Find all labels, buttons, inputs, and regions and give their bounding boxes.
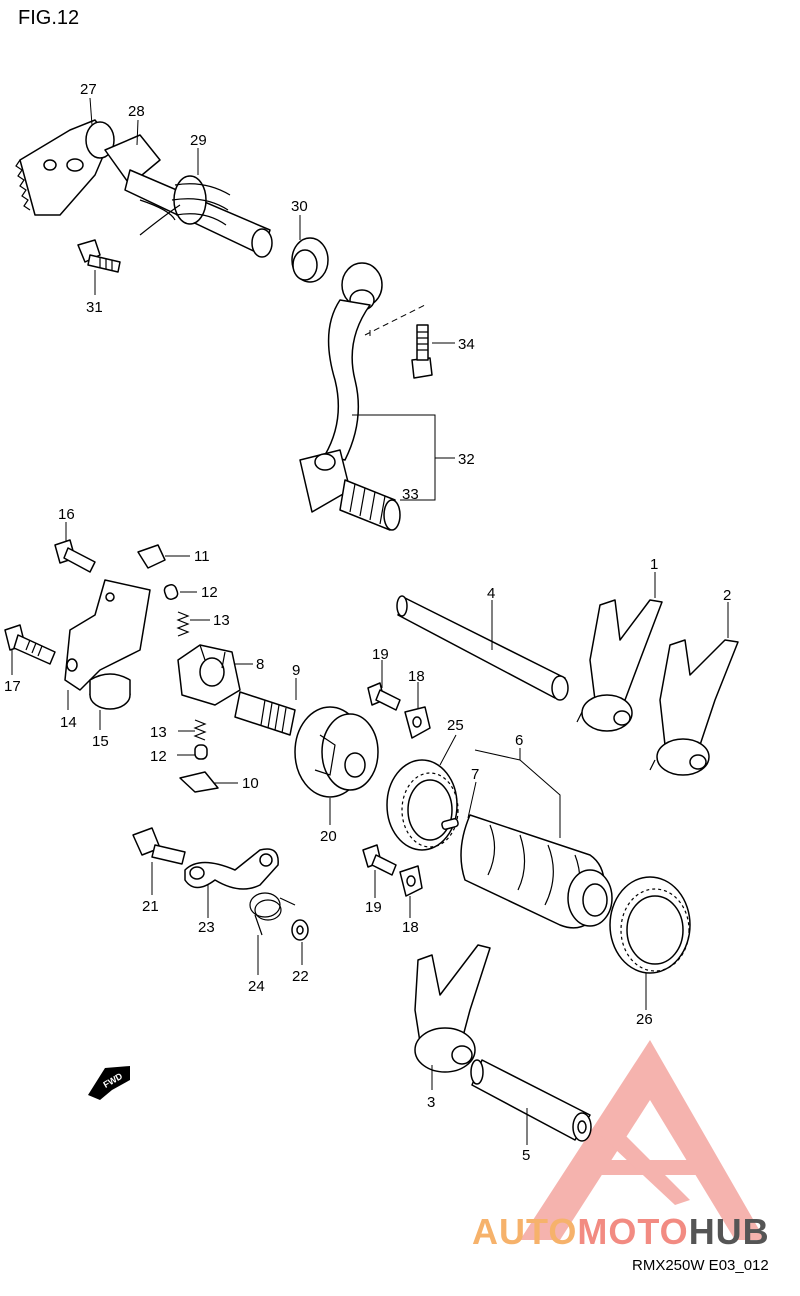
part-23-arm [184,848,279,890]
figure-code: RMX250W E03_012 [632,1257,769,1274]
part-11-pawl [137,544,166,569]
part-25-bearing [386,759,459,851]
callout-15: 15 [92,733,109,750]
part-34-bolt [411,324,433,379]
watermark-hub: HUB [689,1211,770,1252]
callout-24: 24 [248,978,265,995]
watermark-auto: AUTO [472,1211,577,1252]
callout-29: 29 [190,132,207,149]
callout-labels: 27 28 29 30 31 34 32 33 16 11 12 13 17 1… [4,81,731,1164]
part-14-stopper-plate [64,579,151,691]
callout-12b: 12 [150,748,167,765]
callout-27: 27 [80,81,97,98]
callout-32: 32 [458,451,475,468]
figure-title: FIG.12 [18,7,79,29]
callout-13b: 13 [150,724,167,741]
callout-11: 11 [194,548,210,565]
callout-9: 9 [292,662,300,679]
callout-31: 31 [86,299,103,316]
callout-18: 18 [408,668,425,685]
callout-17: 17 [4,678,21,695]
callout-5: 5 [522,1147,530,1164]
callout-6: 6 [515,732,523,749]
part-16-bolt [54,539,96,573]
callout-22: 22 [292,968,309,985]
callout-23: 23 [198,919,215,936]
part-21-bolt [132,827,186,865]
callout-34: 34 [458,336,475,353]
part-5-fork-shaft [470,1059,592,1142]
part-19b-bolt [362,844,397,876]
part-7-pin [441,817,459,831]
watermark-triangle [520,1040,765,1240]
callout-19b: 19 [365,899,382,916]
part-32-shift-lever [299,262,383,513]
part-26-bearing [609,876,691,974]
part-22-washer [291,919,309,941]
part-27-gear-sector [15,119,115,216]
callout-18b: 18 [402,919,419,936]
callout-30: 30 [291,198,308,215]
part-1-shift-fork [576,599,663,732]
part-15-collar [89,673,131,710]
callout-16: 16 [58,506,75,523]
callout-8: 8 [256,656,264,673]
callout-1: 1 [650,556,658,573]
callout-21: 21 [142,898,159,915]
callout-13: 13 [213,612,230,629]
watermark-moto: MOTO [577,1211,688,1252]
callout-3: 3 [427,1094,435,1111]
part-13b-spring [193,719,207,741]
callout-25: 25 [447,717,464,734]
callout-28: 28 [128,103,145,120]
part-12-pin [163,584,179,600]
part-18-bracket [404,706,431,739]
part-3-shift-fork [414,944,491,1073]
callout-2: 2 [723,587,731,604]
part-20-cam-plate [294,706,379,798]
callout-20: 20 [320,828,337,845]
part-13-spring [176,611,190,637]
callout-26: 26 [636,1011,653,1028]
callout-4: 4 [487,585,495,602]
callout-10: 10 [242,775,259,792]
part-8-pawl-holder [177,644,241,706]
callout-12: 12 [201,584,218,601]
part-10-plate [179,771,219,793]
part-17-bolt [4,624,56,665]
callout-14: 14 [60,714,77,731]
part-28-shift-shaft [104,134,273,258]
part-2-shift-fork [649,639,739,776]
callout-33: 33 [402,486,419,503]
fwd-arrow-icon: FWD [88,1066,130,1100]
watermark-text: AUTOMOTOHUB [472,1211,770,1252]
part-30-oil-seal [291,237,329,283]
part-24-spring [249,892,296,936]
part-6-shift-cam [460,814,613,929]
part-18b-bracket [399,865,423,897]
part-9-shaft [234,691,296,736]
part-12b-pin [194,744,208,760]
part-33-lever-rubber [339,479,401,531]
part-4-fork-shaft [396,595,569,701]
callout-7: 7 [471,766,479,783]
callout-19: 19 [372,646,389,663]
leader-lines [11,97,729,1145]
part-31-bolt [77,239,121,273]
watermark-logo [520,1040,765,1240]
part-19-bolt [367,682,401,711]
